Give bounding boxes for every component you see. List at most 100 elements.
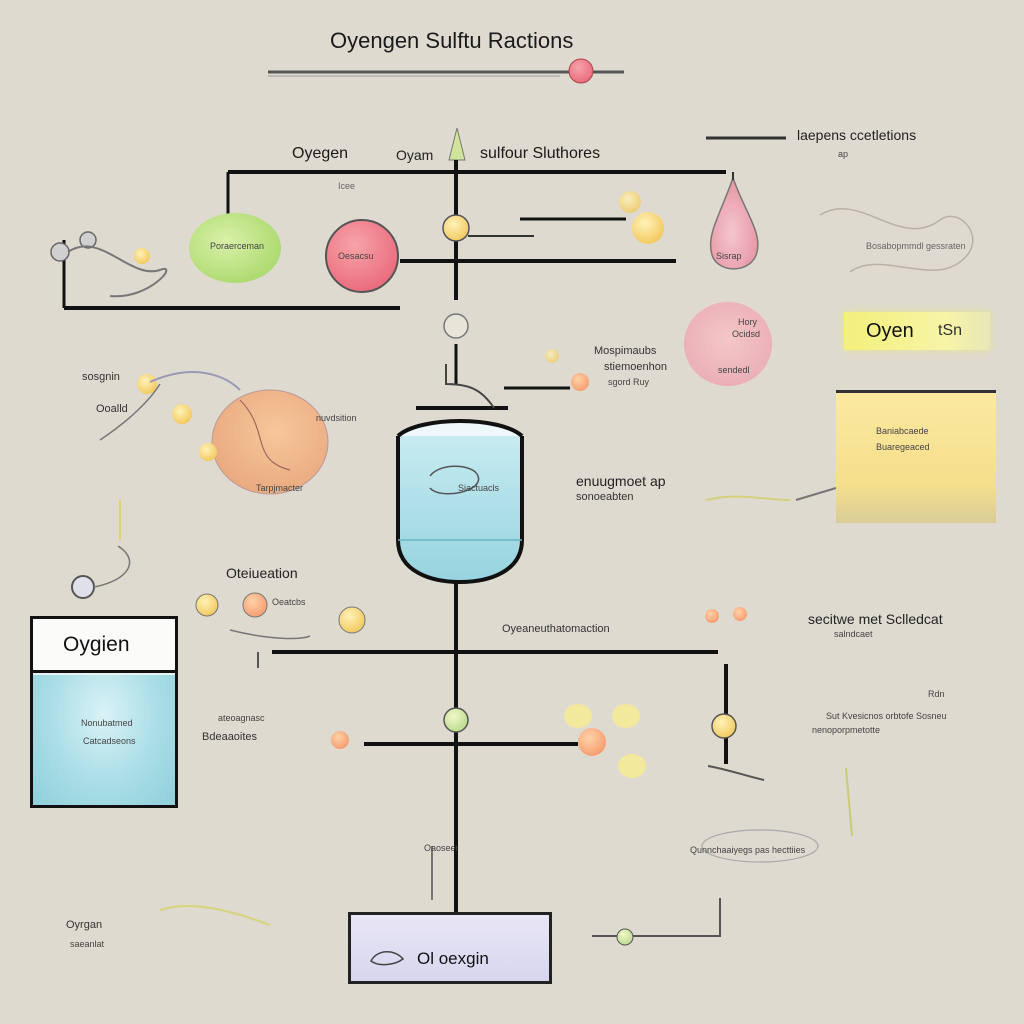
bus-label: Oyeaneuthatomaction	[502, 623, 610, 635]
pink-blob-line3: sendedl	[718, 365, 750, 375]
right-faint-label: Bosabopmmdl gessraten	[866, 241, 966, 251]
lower-right-ring	[701, 829, 819, 863]
output-glyph-icon	[370, 951, 405, 966]
title-node	[568, 58, 594, 84]
mid-text-line3: sgord Ruy	[608, 377, 650, 387]
node-left-mid-3	[338, 606, 366, 634]
right-small-line3: nenoporpmetotte	[812, 725, 881, 735]
middle-right-line1: enuugmoet ap	[576, 473, 666, 489]
panel-link	[705, 495, 791, 501]
peach-blob-line2: Tarpjmacter	[256, 483, 304, 493]
funnel-icon	[448, 127, 466, 161]
oxygen-tag-mark: tSn	[938, 322, 963, 339]
node-grey-left	[50, 242, 70, 262]
right-small-line2: Sut Kvesicnos orbtofe Sosneu	[826, 711, 947, 721]
oxygen-tag-text: Oyen	[866, 320, 914, 342]
left-squiggle	[67, 245, 168, 298]
peach-link	[99, 383, 161, 441]
pink-blob-line2: Ocidsd	[732, 329, 761, 339]
node-orange-flower	[578, 728, 606, 756]
oxygen-box-line1: Nonubatmed	[81, 718, 133, 728]
yellow-panel-line2: Buaregeaced	[876, 442, 930, 452]
panel-pointer	[795, 487, 837, 501]
node-yellow-right-small	[619, 191, 641, 213]
bottom-connector	[592, 898, 721, 937]
bottom-left-line2: saeanlat	[70, 939, 105, 949]
mid-left-sub: ateoagnasc	[218, 713, 265, 723]
lavender-link	[93, 545, 131, 588]
mid-text-line1: Mospimaubs	[594, 345, 657, 357]
trunk-pipe	[445, 364, 495, 409]
mid-left-label: Bdeaaoites	[202, 731, 258, 743]
diagram-title: Oyengen Sulftu Ractions	[330, 28, 574, 53]
node-yellow-top	[442, 214, 470, 242]
node-grey-left-2	[79, 231, 97, 249]
peach-vein	[239, 399, 291, 471]
mid-text-line2: stiemoenhon	[604, 361, 667, 373]
node-orange-right-1	[705, 609, 719, 623]
node-yellow-right	[632, 212, 664, 244]
small-top-label: Icee	[338, 181, 356, 191]
header-label-middle: Oyam	[396, 147, 434, 163]
node-bottom	[616, 928, 634, 946]
oxygen-box-body: Nonubatmed Catcadseons	[33, 675, 175, 805]
green-blob	[189, 213, 281, 283]
node-grey-trunk	[443, 313, 469, 339]
oxygen-tag: Oyen tSn	[844, 312, 990, 350]
oxygen-box-header: Oygien	[33, 619, 175, 673]
pink-blob	[684, 302, 772, 386]
peach-blob	[211, 389, 329, 495]
yellow-panel-line1: Baniabcaede	[876, 426, 929, 436]
green-blob-label: Poraerceman	[210, 241, 265, 251]
beaker-rim	[396, 419, 524, 438]
node-left-mid-2	[242, 592, 268, 618]
top-right-label: laepens ccetletions	[797, 127, 917, 143]
left-mid-link	[229, 629, 311, 640]
beaker-label: Siactuacls	[458, 483, 500, 493]
top-right-sub: ap	[838, 149, 849, 159]
lower-mid-label: Oaoseer	[424, 843, 459, 853]
pink-blob-line1: Hory	[738, 317, 758, 327]
node-lavender	[71, 575, 95, 599]
header-label-left: Oyegen	[292, 145, 349, 162]
pink-drop	[709, 175, 759, 270]
petal-1	[564, 704, 592, 728]
node-peach-2	[172, 404, 192, 424]
beaker	[396, 436, 524, 585]
left-pair-line2: Ooalld	[96, 403, 128, 415]
node-peach-3	[199, 443, 217, 461]
right-riser-foot	[707, 765, 765, 781]
peach-link-2	[149, 371, 241, 391]
oxygen-box: Oygien Nonubatmed Catcadseons	[30, 616, 178, 808]
faint-scribble	[819, 208, 974, 273]
red-circle-label: Oesacsu	[338, 251, 374, 261]
bottom-sprig	[159, 904, 271, 926]
left-pair-line1: sosgnin	[82, 371, 120, 383]
right-bus-line2: salndcaet	[834, 629, 873, 639]
node-yellow-left	[134, 248, 150, 264]
node-faint-mid	[545, 349, 559, 363]
right-small-line1: Rdn	[928, 689, 945, 699]
node-orange-right-2	[733, 607, 747, 621]
lower-right-stem	[845, 767, 853, 837]
node-orange-lower	[331, 731, 349, 749]
oxygen-output-label: Ol oexgin	[417, 949, 489, 968]
left-mid-label: Oteiueation	[226, 565, 298, 581]
node-peach-1	[137, 374, 157, 394]
oxygen-box-title: Oygien	[63, 633, 130, 656]
yellow-panel: Baniabcaede Buaregeaced	[836, 390, 996, 523]
node-yellow-right-bus	[711, 713, 737, 739]
bottom-left-line1: Oyrgan	[66, 919, 103, 931]
petal-2	[612, 704, 640, 728]
petal-3	[618, 754, 646, 778]
peach-blob-line1: nuvdsition	[316, 413, 357, 423]
lower-right-label: Qunnchaaiyegs pas hecttiies	[690, 845, 806, 855]
left-mid-sub: Oeatcbs	[272, 597, 306, 607]
beaker-glyph	[429, 465, 480, 495]
node-lime	[443, 707, 469, 733]
header-label-right: sulfour Sluthores	[480, 145, 601, 162]
right-bus-line1: secitwe met Sclledcat	[808, 611, 943, 627]
oxygen-output-box: Ol oexgin	[348, 912, 552, 984]
oxygen-box-line2: Catcadseons	[83, 736, 136, 746]
